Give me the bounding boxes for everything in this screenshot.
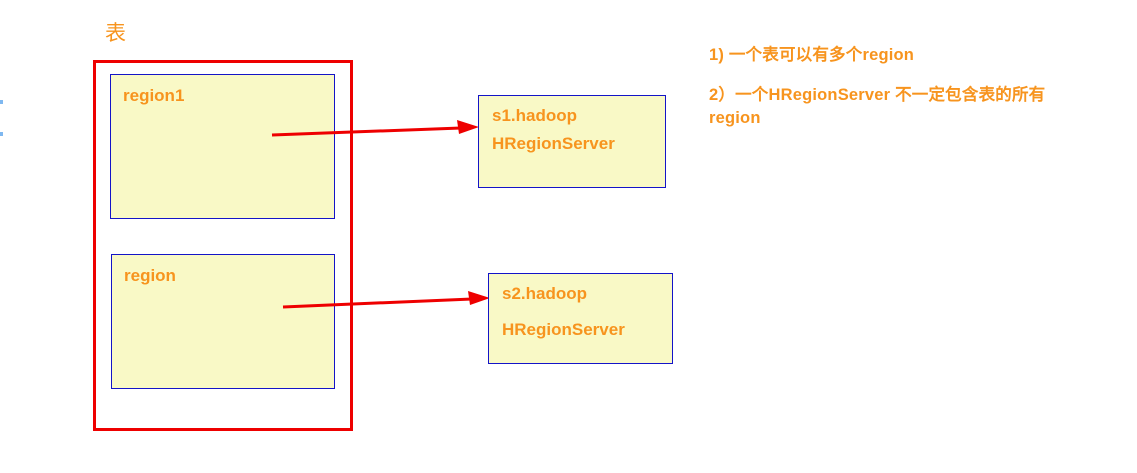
region-box-region1[interactable]: region1: [110, 74, 335, 219]
region-server-box-s2[interactable]: s2.hadoop HRegionServer: [488, 273, 673, 364]
region-server-host: s2.hadoop: [502, 284, 588, 303]
edge-artifact: [0, 100, 3, 104]
region-server-role: HRegionServer: [492, 134, 615, 153]
annotation-note-1: 1) 一个表可以有多个region: [709, 46, 915, 64]
annotation-notes: 1) 一个表可以有多个region 2）一个HRegionServer 不一定包…: [709, 44, 1109, 129]
region-server-box-s1[interactable]: s1.hadoop HRegionServer: [478, 95, 666, 188]
region-label: region: [124, 266, 176, 285]
region-box-region[interactable]: region: [111, 254, 335, 389]
arrow-region-to-s2: [282, 291, 490, 309]
arrow-region1-to-s1: [271, 120, 479, 137]
region-label: region1: [123, 86, 185, 105]
table-container-box: [93, 60, 353, 431]
region-server-role: HRegionServer: [502, 320, 625, 339]
table-caption: 表: [105, 22, 126, 45]
edge-artifact: [0, 132, 3, 136]
annotation-note-2: 2）一个HRegionServer 不一定包含表的所有region: [709, 86, 1046, 127]
region-server-host: s1.hadoop: [492, 106, 578, 125]
